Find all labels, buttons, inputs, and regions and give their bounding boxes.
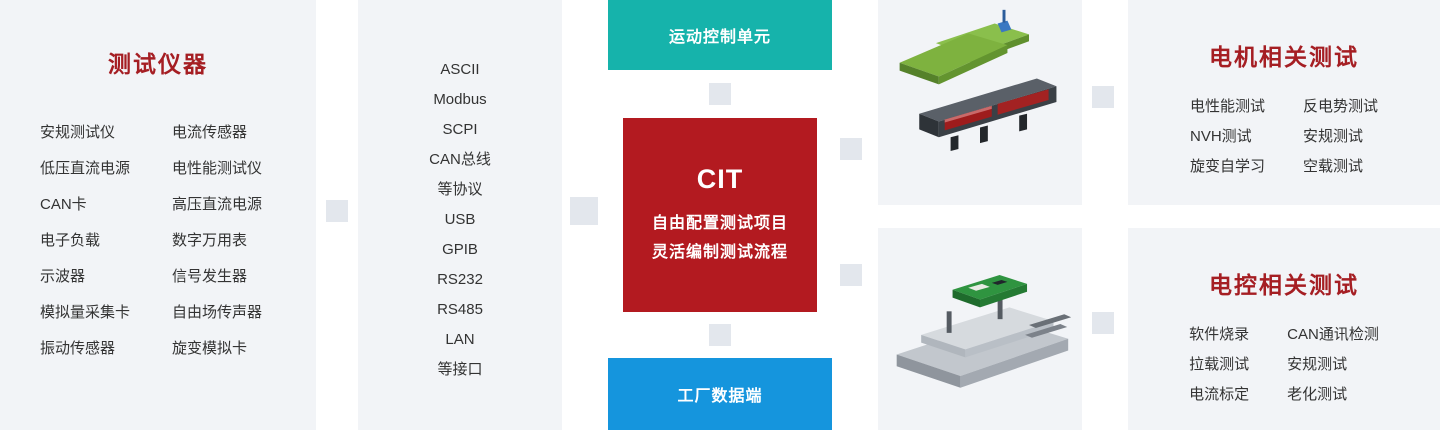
protocol-item: 等接口	[437, 361, 483, 378]
instrument-item: CAN卡	[40, 196, 87, 213]
instrument-item: 自由场传声器	[172, 304, 263, 321]
test-item: 反电势测试	[1303, 98, 1379, 115]
test-item: 拉载测试	[1189, 356, 1250, 373]
motion-control-box: 运动控制单元	[608, 0, 832, 70]
cit-line-2: 灵活编制测试流程	[651, 243, 788, 261]
connector-square	[709, 83, 731, 105]
instrument-item: 电流传感器	[172, 124, 248, 141]
control-tests-col-1: 软件烧录 拉载测试 电流标定	[1189, 326, 1249, 403]
test-item: NVH测试	[1189, 128, 1252, 145]
instrument-item: 高压直流电源	[172, 196, 263, 213]
test-item: 老化测试	[1287, 386, 1348, 403]
test-item: 旋变自学习	[1189, 158, 1265, 175]
instrument-item: 数字万用表	[172, 232, 248, 249]
test-item: 软件烧录	[1189, 326, 1250, 343]
instrument-item: 安规测试仪	[40, 124, 116, 141]
instruments-col-2: 电流传感器 电性能测试仪 高压直流电源 数字万用表 信号发生器 自由场传声器 旋…	[172, 115, 304, 367]
connector-square	[326, 200, 348, 222]
instrument-item: 信号发生器	[172, 268, 248, 285]
cit-line-1: 自由配置测试项目	[651, 214, 788, 232]
control-tests-title: 电控相关测试	[1209, 272, 1359, 298]
protocol-item: SCPI	[442, 121, 478, 138]
instruments-columns: 安规测试仪 低压直流电源 CAN卡 电子负载 示波器 模拟量采集卡 振动传感器 …	[0, 79, 316, 367]
protocol-item: 等协议	[437, 181, 483, 198]
motor-tests-title: 电机相关测试	[1209, 44, 1359, 70]
connector-square	[840, 138, 862, 160]
factory-data-label: 工厂数据端	[677, 388, 763, 405]
instrument-item: 低压直流电源	[40, 160, 131, 177]
test-item: 空载测试	[1303, 158, 1364, 175]
panel-control-tests: 电控相关测试 软件烧录 拉载测试 电流标定 CAN通讯检测 安规测试 老化测试	[1128, 228, 1440, 430]
controller-fixture-image	[882, 229, 1078, 430]
motor-fixture-image	[882, 2, 1078, 203]
protocol-item: USB	[444, 211, 476, 228]
factory-data-box: 工厂数据端	[608, 358, 832, 430]
connector-square	[1092, 312, 1114, 334]
test-item: 电性能测试	[1189, 98, 1265, 115]
instrument-item: 电子负载	[40, 232, 101, 249]
protocol-item: Modbus	[433, 91, 487, 108]
protocol-item: CAN总线	[429, 151, 491, 168]
instrument-item: 旋变模拟卡	[172, 340, 248, 357]
motion-control-label: 运动控制单元	[668, 29, 771, 46]
connector-square	[709, 324, 731, 346]
motor-tests-columns: 电性能测试 NVH测试 旋变自学习 反电势测试 安规测试 空载测试	[1128, 98, 1440, 175]
protocol-item: ASCII	[440, 61, 480, 78]
control-tests-columns: 软件烧录 拉载测试 电流标定 CAN通讯检测 安规测试 老化测试	[1128, 326, 1440, 403]
instrument-item: 模拟量采集卡	[40, 304, 131, 321]
instrument-item: 振动传感器	[40, 340, 116, 357]
panel-controller-fixture-image	[878, 228, 1082, 430]
protocol-item: LAN	[445, 331, 475, 348]
test-item: 电流标定	[1189, 386, 1250, 403]
connector-square	[570, 197, 598, 225]
protocol-item: RS232	[437, 271, 483, 288]
test-item: CAN通讯检测	[1287, 326, 1379, 343]
control-tests-col-2: CAN通讯检测 安规测试 老化测试	[1287, 326, 1379, 403]
motor-tests-col-2: 反电势测试 安规测试 空载测试	[1303, 98, 1378, 175]
instruments-title: 测试仪器	[108, 51, 208, 77]
panel-test-instruments: 测试仪器 安规测试仪 低压直流电源 CAN卡 电子负载 示波器 模拟量采集卡 振…	[0, 0, 316, 430]
test-item: 安规测试	[1287, 356, 1348, 373]
connector-square	[840, 264, 862, 286]
connector-square	[1092, 86, 1114, 108]
instruments-col-1: 安规测试仪 低压直流电源 CAN卡 电子负载 示波器 模拟量采集卡 振动传感器	[40, 115, 172, 367]
test-item: 安规测试	[1303, 128, 1364, 145]
instrument-item: 示波器	[40, 268, 86, 285]
motor-tests-col-1: 电性能测试 NVH测试 旋变自学习	[1190, 98, 1265, 175]
cit-box: CIT 自由配置测试项目 灵活编制测试流程	[623, 118, 817, 312]
panel-protocols: ASCII Modbus SCPI CAN总线 等协议 USB GPIB RS2…	[358, 0, 562, 430]
protocol-item: GPIB	[442, 241, 478, 258]
instrument-item: 电性能测试仪	[172, 160, 263, 177]
protocol-item: RS485	[437, 301, 483, 318]
panel-motor-fixture-image	[878, 0, 1082, 205]
cit-title: CIT	[696, 163, 744, 194]
panel-motor-tests: 电机相关测试 电性能测试 NVH测试 旋变自学习 反电势测试 安规测试 空载测试	[1128, 0, 1440, 205]
